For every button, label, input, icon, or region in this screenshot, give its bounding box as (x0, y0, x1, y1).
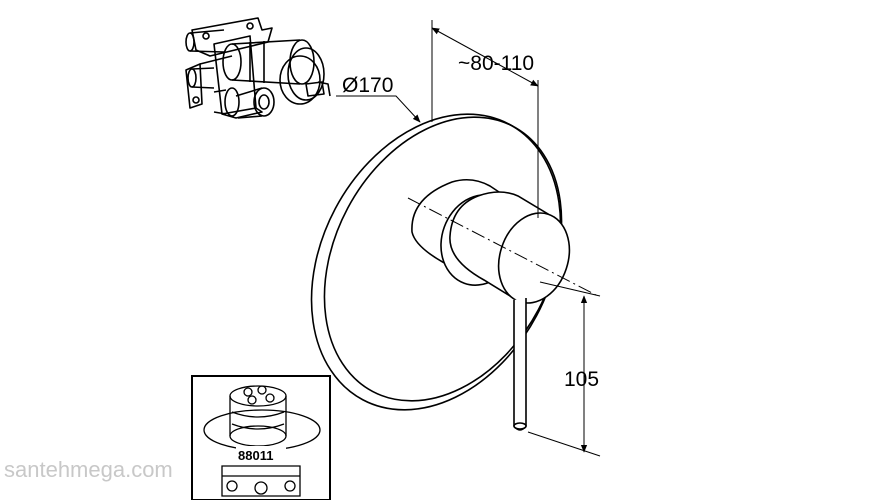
height-dimension (527, 281, 601, 457)
depth-label: ~80-110 (458, 52, 534, 75)
diameter-leader (336, 95, 421, 123)
inset-valve-sketch (203, 385, 321, 497)
watermark-text: santehmega.com (4, 457, 173, 482)
handle-body (411, 178, 571, 304)
height-label: 105 (564, 368, 599, 391)
handle-lever (513, 298, 527, 431)
center-axis-line (407, 197, 599, 297)
inset-part-number: 88011 (238, 448, 273, 463)
inset-box: 88011 (191, 375, 331, 500)
valve-body-sketch (185, 17, 331, 119)
depth-dimension (431, 20, 539, 218)
cover-plate (310, 113, 563, 411)
diameter-label: Ø170 (342, 74, 393, 97)
